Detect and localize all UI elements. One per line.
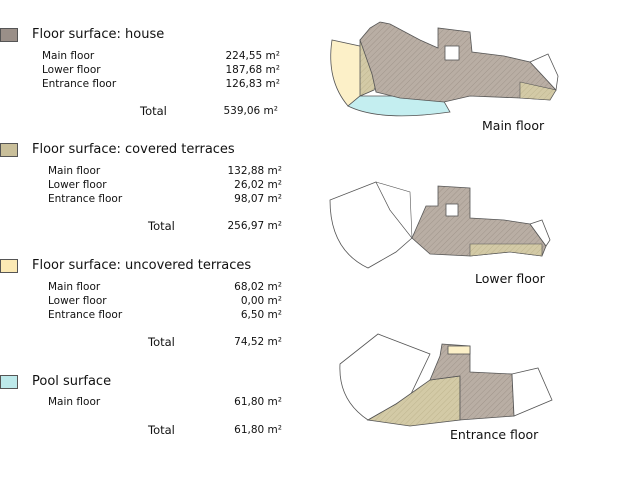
row-label: Entrance floor — [48, 193, 123, 205]
row-value: 6,50 m² — [240, 309, 282, 321]
row-label: Main floor — [48, 396, 101, 408]
section-title-covered: Floor surface: covered terraces — [32, 142, 235, 157]
row-value: 126,83 m² — [225, 78, 280, 90]
entrance-right-terrace — [511, 367, 553, 417]
total-label: Total — [148, 335, 175, 349]
row-uncovered-lower: Lower floor 0,00 m² — [48, 295, 282, 308]
row-value: 187,68 m² — [225, 64, 280, 76]
plan-main-floor — [330, 21, 559, 117]
row-label: Main floor — [48, 165, 101, 177]
total-label: Total — [148, 219, 175, 233]
entrance-house — [429, 343, 515, 421]
row-house-main: Main floor 224,55 m² — [42, 50, 280, 63]
floor-plans — [329, 21, 559, 427]
lower-tower-window — [445, 203, 459, 217]
row-covered-main: Main floor 132,88 m² — [48, 165, 282, 178]
row-pool-main: Main floor 61,80 m² — [48, 396, 282, 409]
main-house — [359, 21, 557, 103]
row-house-lower: Lower floor 187,68 m² — [42, 64, 280, 77]
section-title-uncovered: Floor surface: uncovered terraces — [32, 258, 252, 273]
row-value: 132,88 m² — [227, 165, 282, 177]
lower-right-terrace — [529, 219, 551, 247]
main-right-covered — [519, 81, 557, 101]
total-label: Total — [140, 104, 167, 118]
plan-label-lower: Lower floor — [475, 271, 545, 286]
plan-label-entrance: Entrance floor — [450, 427, 539, 442]
main-tower-window — [444, 45, 460, 61]
row-value: 26,02 m² — [234, 179, 282, 191]
lower-covered-terrace — [469, 243, 543, 257]
row-uncovered-main: Main floor 68,02 m² — [48, 281, 282, 294]
swatch-pool — [0, 375, 18, 389]
total-value: 539,06 m² — [223, 105, 278, 117]
swatch-uncovered — [0, 259, 18, 273]
row-value: 98,07 m² — [234, 193, 282, 205]
swatch-covered — [0, 143, 18, 157]
row-value: 68,02 m² — [234, 281, 282, 293]
total-value: 61,80 m² — [234, 424, 282, 436]
main-right-terrace — [529, 53, 559, 91]
row-house-entrance: Entrance floor 126,83 m² — [42, 78, 280, 91]
row-label: Entrance floor — [48, 309, 123, 321]
row-label: Lower floor — [48, 179, 107, 191]
total-value: 74,52 m² — [234, 336, 282, 348]
row-uncovered-entrance: Entrance floor 6,50 m² — [48, 309, 282, 322]
row-covered-lower: Lower floor 26,02 m² — [48, 179, 282, 192]
row-value: 224,55 m² — [225, 50, 280, 62]
row-label: Lower floor — [42, 64, 101, 76]
section-title-pool: Pool surface — [32, 374, 112, 389]
entrance-uncovered-terrace — [447, 345, 471, 355]
row-value: 61,80 m² — [234, 396, 282, 408]
row-label: Lower floor — [48, 295, 107, 307]
row-label: Entrance floor — [42, 78, 117, 90]
row-label: Main floor — [42, 50, 95, 62]
row-label: Main floor — [48, 281, 101, 293]
plan-entrance-floor — [339, 333, 553, 427]
total-label: Total — [148, 423, 175, 437]
total-value: 256,97 m² — [227, 220, 282, 232]
plan-lower-floor — [329, 181, 551, 269]
plan-label-main: Main floor — [482, 118, 545, 133]
row-value: 0,00 m² — [240, 295, 282, 307]
entrance-outline — [339, 333, 431, 421]
section-title-house: Floor surface: house — [32, 27, 165, 42]
swatch-house — [0, 28, 18, 42]
row-covered-entrance: Entrance floor 98,07 m² — [48, 193, 282, 206]
